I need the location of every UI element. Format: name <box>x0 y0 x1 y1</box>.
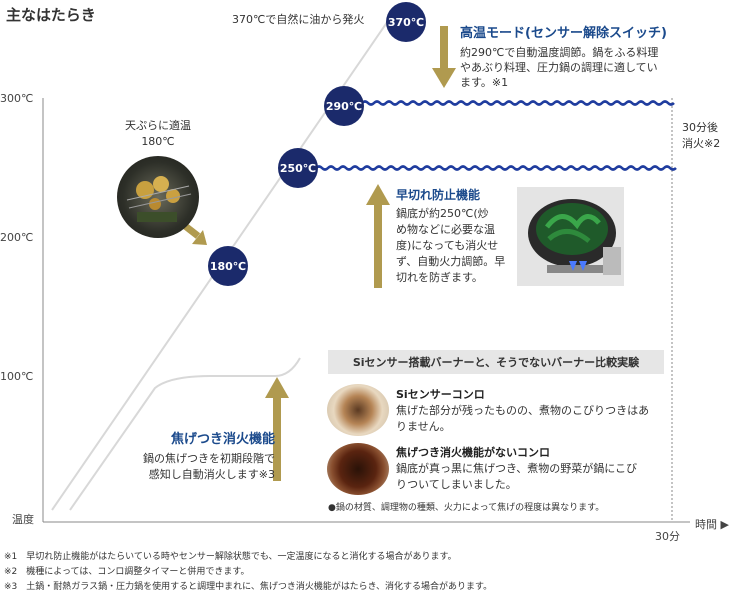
comparison-item2-line-2: りついてしまいました。 <box>396 478 517 491</box>
scorch-line-2: 感知し自動消火します※3 <box>148 468 275 481</box>
fried-food-photo <box>117 156 199 238</box>
scorch-title: 焦げつき消火機能 <box>170 432 275 447</box>
footnote-1: ※1 早切れ防止機能がはたらいている時やセンサー解除状態でも、一定温度になると消… <box>4 552 457 562</box>
comparison-item-sensor: Siセンサーコンロ 焦げた部分が残ったものの、煮物のこびりつきはあ りません。 <box>396 386 676 435</box>
badge-290: 290℃ <box>324 86 364 126</box>
pot-with-sensor-photo <box>327 384 389 436</box>
page-title: 主なはたらき <box>6 6 96 24</box>
tempura-line-1: 天ぷらに適温 <box>125 119 191 132</box>
comparison-header: Siセンサー搭載バーナーと、そうでないバーナー比較実験 <box>328 350 664 374</box>
comparison-item1-title: Siセンサーコンロ <box>396 388 485 401</box>
scorch-line-1: 鍋の焦げつきを初期段階で <box>143 452 275 465</box>
after-30min-line-2: 消火※2 <box>682 137 721 150</box>
badge-250: 250℃ <box>278 148 318 188</box>
after-30min-note: 30分後 消火※2 <box>682 120 720 152</box>
wave-250-line <box>315 165 677 171</box>
after-30min-line-1: 30分後 <box>682 121 718 134</box>
high-temp-body-2: やあぶり料理、圧力鍋の調理に適してい <box>460 61 658 74</box>
badge-180: 180℃ <box>208 246 248 286</box>
comparison-item1-line-1: 焦げた部分が残ったものの、煮物のこびりつきはあ <box>396 404 650 417</box>
arrow-up-icon <box>265 377 289 481</box>
early-off-line: ず、自動火力調節。早 <box>396 255 506 268</box>
x-tick-30min: 30分 <box>655 530 680 543</box>
comparison-item2-line-1: 鍋底が真っ黒に焦げつき、煮物の野菜が鍋にこび <box>396 462 638 475</box>
comparison-item2-title: 焦げつき消火機能がないコンロ <box>396 446 550 459</box>
badge-370: 370℃ <box>386 2 426 42</box>
scorch-temperature-line <box>69 357 301 511</box>
arrow-up-icon <box>366 184 390 288</box>
comparison-note: ●鍋の材質、調理物の種類、火力によって焦げの程度は異なります。 <box>328 503 605 513</box>
y-tick-200: 200℃ <box>0 231 34 244</box>
y-tick-100: 100℃ <box>0 370 34 383</box>
burnt-pot-photo <box>327 443 389 495</box>
scorch-block: 焦げつき消火機能 鍋の焦げつきを初期段階で 感知し自動消火します※3 <box>115 428 275 483</box>
tempura-note: 天ぷらに適温 180℃ <box>118 118 198 150</box>
early-off-line: 切れを防ぎます。 <box>396 271 483 284</box>
wave-290-line <box>361 100 675 106</box>
high-temp-body-1: 約290℃で自動温度調節。鍋をふる料理 <box>460 46 659 59</box>
comparison-item-no-sensor: 焦げつき消火機能がないコンロ 鍋底が真っ黒に焦げつき、煮物の野菜が鍋にこび りつ… <box>396 444 676 493</box>
high-temp-mode-block: 高温モード(センサー解除スイッチ) 約290℃で自動温度調節。鍋をふる料理 やあ… <box>460 22 700 90</box>
footnote-2: ※2 機種によっては、コンロ調整タイマーと併用できます。 <box>4 567 250 577</box>
early-off-title: 早切れ防止機能 <box>396 188 481 202</box>
high-temp-mode-title: 高温モード(センサー解除スイッチ) <box>460 26 667 41</box>
early-off-line: 鍋底が約250℃(炒 <box>396 207 489 220</box>
wok-flame-photo <box>517 187 624 286</box>
y-axis-label: 温度 <box>12 513 34 526</box>
comparison-item1-line-2: りません。 <box>396 420 451 433</box>
early-off-line: 度)になっても消火せ <box>396 239 499 252</box>
footnote-3: ※3 土鍋・耐熱ガラス鍋・圧力鍋を使用すると調理中まれに、焦げつき消火機能がはた… <box>4 582 493 592</box>
x-axis-label: 時間 ▶ <box>695 518 729 531</box>
tempura-line-2: 180℃ <box>141 135 175 148</box>
early-off-block: 早切れ防止機能 鍋底が約250℃(炒 め物などに必要な温 度)になっても消火せ … <box>396 186 516 286</box>
high-temp-body-3: ます。※1 <box>460 76 509 89</box>
fire-note: 370℃で自然に油から発火 <box>232 13 365 26</box>
arrow-down-icon <box>432 26 456 88</box>
early-off-line: め物などに必要な温 <box>396 223 495 236</box>
footnotes: ※1 早切れ防止機能がはたらいている時やセンサー解除状態でも、一定温度になると消… <box>4 550 734 595</box>
y-tick-300: 300℃ <box>0 92 34 105</box>
